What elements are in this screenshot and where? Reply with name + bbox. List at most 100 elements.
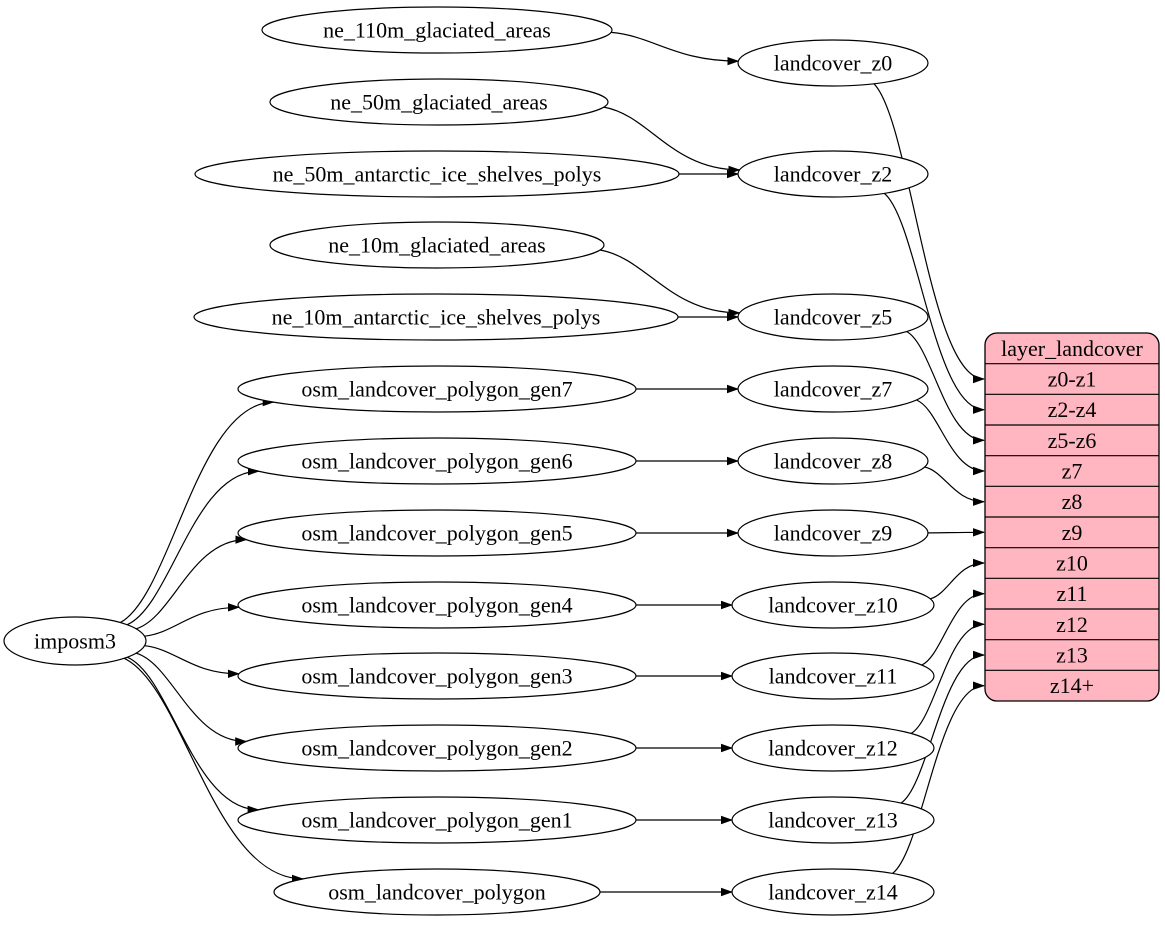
node-ellipse xyxy=(237,724,637,772)
node-ellipse xyxy=(194,150,680,198)
edge-landcover_z9-to-record-row-z9 xyxy=(927,528,985,537)
node-osm_landcover_polygon_gen6: osm_landcover_polygon_gen6 xyxy=(237,437,637,485)
node-ne_10m_glaciated_areas: ne_10m_glaciated_areas xyxy=(269,221,605,269)
node-osm_landcover_polygon_gen2: osm_landcover_polygon_gen2 xyxy=(237,724,637,772)
node-landcover_z8: landcover_z8 xyxy=(737,437,929,485)
edge-landcover_z8-to-record-row-z8 xyxy=(924,466,985,506)
node-ellipse xyxy=(737,365,929,413)
record-row-label: z0-z1 xyxy=(1048,367,1097,392)
node-landcover_z5: landcover_z5 xyxy=(737,293,929,341)
node-label: landcover_z12 xyxy=(768,736,898,761)
node-label: ne_110m_glaciated_areas xyxy=(323,18,551,43)
node-label: ne_10m_glaciated_areas xyxy=(328,233,545,258)
node-ellipse xyxy=(731,724,935,772)
node-imposm3: imposm3 xyxy=(3,616,147,666)
node-ellipse xyxy=(273,868,601,916)
node-landcover_z12: landcover_z12 xyxy=(731,724,935,772)
edge-imposm3-to-osm_landcover_polygon_gen4 xyxy=(144,603,240,637)
node-ne_110m_glaciated_areas: ne_110m_glaciated_areas xyxy=(261,6,613,54)
node-label: landcover_z10 xyxy=(768,593,898,618)
node-label: ne_10m_antarctic_ice_shelves_polys xyxy=(272,305,601,330)
node-label: landcover_z0 xyxy=(774,51,893,76)
node-landcover_z10: landcover_z10 xyxy=(731,581,935,629)
node-ellipse xyxy=(237,796,637,844)
node-landcover_z0: landcover_z0 xyxy=(737,39,929,87)
node-landcover_z13: landcover_z13 xyxy=(731,796,935,844)
node-osm_landcover_polygon: osm_landcover_polygon xyxy=(273,868,601,916)
node-ellipse xyxy=(737,150,929,198)
node-ellipse xyxy=(3,616,147,666)
edge-ne_110m_glaciated_areas-to-landcover_z0 xyxy=(611,31,740,66)
node-label: landcover_z5 xyxy=(774,305,893,330)
node-landcover_z11: landcover_z11 xyxy=(731,652,935,700)
node-label: landcover_z8 xyxy=(774,449,893,474)
node-ellipse xyxy=(731,868,935,916)
node-layer: imposm3 ne_110m_glaciated_areas ne_50m_gla… xyxy=(3,6,1160,916)
node-ellipse xyxy=(237,581,637,629)
node-ellipse xyxy=(737,293,929,341)
record-row-label: z8 xyxy=(1062,489,1083,514)
node-ellipse xyxy=(737,509,929,557)
record-row-label: z7 xyxy=(1062,459,1083,484)
edge-landcover_z7-to-record-row-z7 xyxy=(916,399,985,476)
edge-imposm3-to-osm_landcover_polygon_gen3 xyxy=(144,645,240,678)
record-row-label: z2-z4 xyxy=(1048,397,1097,422)
node-landcover_z2: landcover_z2 xyxy=(737,150,929,198)
node-ellipse xyxy=(269,78,609,126)
record-row-label: z11 xyxy=(1057,581,1088,606)
edge-landcover_z10-to-record-row-z10 xyxy=(930,558,985,600)
node-label: ne_50m_glaciated_areas xyxy=(330,90,547,115)
node-label: osm_landcover_polygon_gen3 xyxy=(301,664,572,689)
node-ne_10m_antarctic_ice_shelves_polys: ne_10m_antarctic_ice_shelves_polys xyxy=(193,293,679,341)
node-ne_50m_glaciated_areas: ne_50m_glaciated_areas xyxy=(269,78,609,126)
node-landcover_z7: landcover_z7 xyxy=(737,365,929,413)
node-label: imposm3 xyxy=(34,629,116,654)
node-label: osm_landcover_polygon xyxy=(328,880,546,905)
record-row-label: z10 xyxy=(1056,551,1088,576)
edge-landcover_z0-to-record-row-z0-z1 xyxy=(873,83,985,384)
node-ellipse xyxy=(237,509,637,557)
record-row-label: z12 xyxy=(1056,612,1088,637)
node-label: osm_landcover_polygon_gen5 xyxy=(301,521,572,546)
record-title: layer_landcover xyxy=(1001,336,1143,361)
edge-imposm3-to-osm_landcover_polygon_gen5 xyxy=(135,535,248,630)
node-label: ne_50m_antarctic_ice_shelves_polys xyxy=(273,162,602,187)
record-row-label: z9 xyxy=(1062,520,1083,545)
edge-landcover_z14-to-record-row-z14+ xyxy=(892,681,985,874)
edge-imposm3-to-osm_landcover_polygon_gen6 xyxy=(126,467,260,626)
node-label: osm_landcover_polygon_gen1 xyxy=(301,808,572,833)
edge-imposm3-to-osm_landcover_polygon_gen7 xyxy=(120,397,275,624)
node-label: osm_landcover_polygon_gen2 xyxy=(301,736,572,761)
node-label: landcover_z13 xyxy=(768,808,898,833)
edge-imposm3-to-osm_landcover_polygon_gen1 xyxy=(127,656,260,814)
edge-landcover_z13-to-record-row-z13 xyxy=(900,650,985,804)
node-ellipse xyxy=(731,652,935,700)
edge-landcover_z5-to-record-row-z5-z6 xyxy=(906,330,985,445)
node-osm_landcover_polygon_gen7: osm_landcover_polygon_gen7 xyxy=(237,365,637,413)
record-row-label: z13 xyxy=(1056,643,1088,668)
node-ellipse xyxy=(737,39,929,87)
edge-landcover_z11-to-record-row-z11 xyxy=(921,589,985,666)
node-ellipse xyxy=(193,293,679,341)
edge-layer xyxy=(120,31,985,897)
node-osm_landcover_polygon_gen1: osm_landcover_polygon_gen1 xyxy=(237,796,637,844)
node-ellipse xyxy=(237,437,637,485)
edge-landcover_z2-to-record-row-z2-z4 xyxy=(883,192,985,414)
node-landcover_z9: landcover_z9 xyxy=(737,509,929,557)
node-ellipse xyxy=(261,6,613,54)
node-ellipse xyxy=(731,581,935,629)
edge-imposm3-to-osm_landcover_polygon_gen2 xyxy=(136,652,248,746)
node-label: osm_landcover_polygon_gen4 xyxy=(301,593,572,618)
node-label: landcover_z2 xyxy=(774,162,893,187)
node-label: osm_landcover_polygon_gen7 xyxy=(301,377,572,402)
node-ne_50m_antarctic_ice_shelves_polys: ne_50m_antarctic_ice_shelves_polys xyxy=(194,150,680,198)
node-ellipse xyxy=(737,437,929,485)
node-label: landcover_z9 xyxy=(774,521,893,546)
node-ellipse xyxy=(237,365,637,413)
node-ellipse xyxy=(237,652,637,700)
node-label: landcover_z7 xyxy=(774,377,893,402)
node-ellipse xyxy=(269,221,605,269)
node-label: osm_landcover_polygon_gen6 xyxy=(301,449,572,474)
node-landcover_z14: landcover_z14 xyxy=(731,868,935,916)
